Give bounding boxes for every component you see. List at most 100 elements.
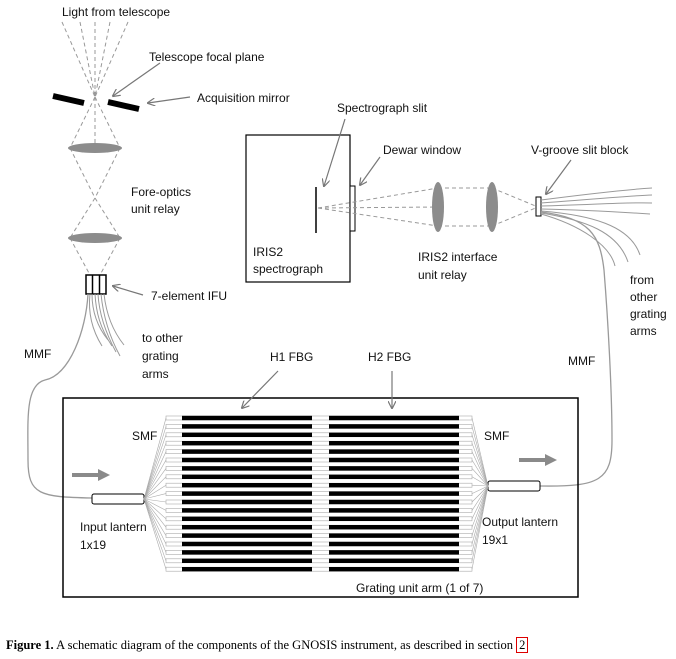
grating-unit-arm-box <box>62 397 579 598</box>
fbg-fan-out <box>471 451 489 487</box>
caption-figure-label: Figure 1. <box>6 638 54 652</box>
h1-grating <box>182 441 312 446</box>
label-vgroove: V-groove slit block <box>531 143 629 157</box>
fbg-fan-in <box>143 498 167 520</box>
mmf-fiber-right <box>539 211 613 487</box>
label-from-other-4: arms <box>630 324 657 338</box>
fbg-fan-out <box>471 417 489 487</box>
h2-grating <box>329 424 459 429</box>
h2-grating <box>329 541 459 547</box>
schematic-svg: Light from telescope Telescope focal pla… <box>24 5 667 598</box>
label-input-2: 1x19 <box>80 538 106 552</box>
iris2-spectrograph-box <box>245 134 351 283</box>
fbg-fan-in <box>143 451 167 500</box>
h1-grating <box>182 567 312 572</box>
h2-grating <box>329 483 459 488</box>
fbg-fan-out <box>471 476 489 487</box>
h2-grating <box>329 466 459 471</box>
fbg-fan-in <box>143 426 167 500</box>
h1-grating <box>182 466 312 471</box>
label-acq-mirror: Acquisition mirror <box>197 91 290 105</box>
figure-caption: Figure 1. A schematic diagram of the com… <box>6 637 674 653</box>
fbg-fan-in <box>143 498 167 553</box>
h2-grating <box>329 415 459 421</box>
fbg-fan-in <box>143 459 167 500</box>
fbg-fan-in <box>143 498 167 561</box>
label-to-other-1: to other <box>142 331 183 345</box>
fbg-fan-in <box>143 434 167 500</box>
caption-section-link[interactable]: 2 <box>516 637 529 653</box>
h2-grating <box>329 567 459 572</box>
label-ifu: 7-element IFU <box>151 289 227 303</box>
fbg-fan-in <box>143 498 167 536</box>
fbg-fan-in <box>143 498 167 511</box>
h1-grating <box>182 457 312 463</box>
label-input-1: Input lantern <box>80 520 147 534</box>
label-fore-optics-2: unit relay <box>131 202 180 216</box>
fbg-fan-out <box>471 426 489 487</box>
fbg-fan-in <box>143 498 167 528</box>
fbg-fan-out <box>471 434 489 487</box>
ifu-block <box>85 274 107 295</box>
fbg-fan-in <box>143 498 167 570</box>
output-direction-arrow <box>519 454 557 466</box>
v-groove-fiber-fan <box>540 187 653 267</box>
fbg-fan-out <box>471 484 489 487</box>
fbg-fan-out <box>471 459 489 487</box>
mmf-fiber-left <box>27 293 93 499</box>
input-direction-arrow <box>72 469 110 481</box>
label-iris2-relay-2: unit relay <box>418 268 467 282</box>
fbg-fan-out <box>471 485 489 519</box>
h1-grating <box>182 525 312 530</box>
h1-grating <box>182 424 312 429</box>
fbg-arrays <box>143 415 489 572</box>
h1-grating <box>182 550 312 555</box>
ifu-fiber-bundle <box>89 293 125 357</box>
h1-grating <box>182 533 312 538</box>
fbg-fan-out <box>471 485 489 536</box>
label-light: Light from telescope <box>62 5 170 19</box>
iris2-relay-lens-right <box>486 182 498 232</box>
fbg-fan-out <box>471 485 489 545</box>
h2-grating <box>329 533 459 538</box>
h1-grating <box>182 483 312 488</box>
fbg-fan-out <box>471 443 489 487</box>
h1-grating <box>182 449 312 454</box>
telescope-light-cone <box>61 21 129 276</box>
label-output-1: Output lantern <box>482 515 558 529</box>
input-lantern <box>91 493 145 505</box>
acquisition-mirror <box>52 93 140 112</box>
h1-grating <box>182 541 312 547</box>
fbg-fan-in <box>143 468 167 500</box>
v-groove-slit-block <box>535 196 542 217</box>
iris2-relay-lens-left <box>432 182 444 232</box>
h1-grating <box>182 432 312 437</box>
h1-grating <box>182 491 312 496</box>
label-smf-right: SMF <box>484 429 509 443</box>
label-smf-left: SMF <box>132 429 157 443</box>
h2-grating <box>329 449 459 454</box>
spectrograph-beam <box>317 187 539 227</box>
h2-grating <box>329 508 459 513</box>
label-fore-optics-1: Fore-optics <box>131 185 191 199</box>
label-iris2-spec-1: IRIS2 <box>253 245 283 259</box>
label-from-other-3: grating <box>630 307 667 321</box>
label-from-other-2: other <box>630 290 657 304</box>
h1-grating <box>182 508 312 513</box>
h2-grating <box>329 441 459 446</box>
h2-grating <box>329 525 459 530</box>
label-mmf-left: MMF <box>24 347 51 361</box>
h1-grating <box>182 474 312 479</box>
label-to-other-2: grating <box>142 349 179 363</box>
fbg-fan-in <box>143 498 167 545</box>
label-dewar: Dewar window <box>383 143 461 157</box>
fbg-fan-out <box>471 485 489 570</box>
label-focal-plane: Telescope focal plane <box>149 50 265 64</box>
fbg-fan-out <box>471 468 489 487</box>
h2-grating <box>329 474 459 479</box>
label-mmf-right: MMF <box>568 354 595 368</box>
output-lantern <box>487 480 541 492</box>
caption-text: A schematic diagram of the components of… <box>56 638 513 652</box>
h2-grating <box>329 516 459 521</box>
